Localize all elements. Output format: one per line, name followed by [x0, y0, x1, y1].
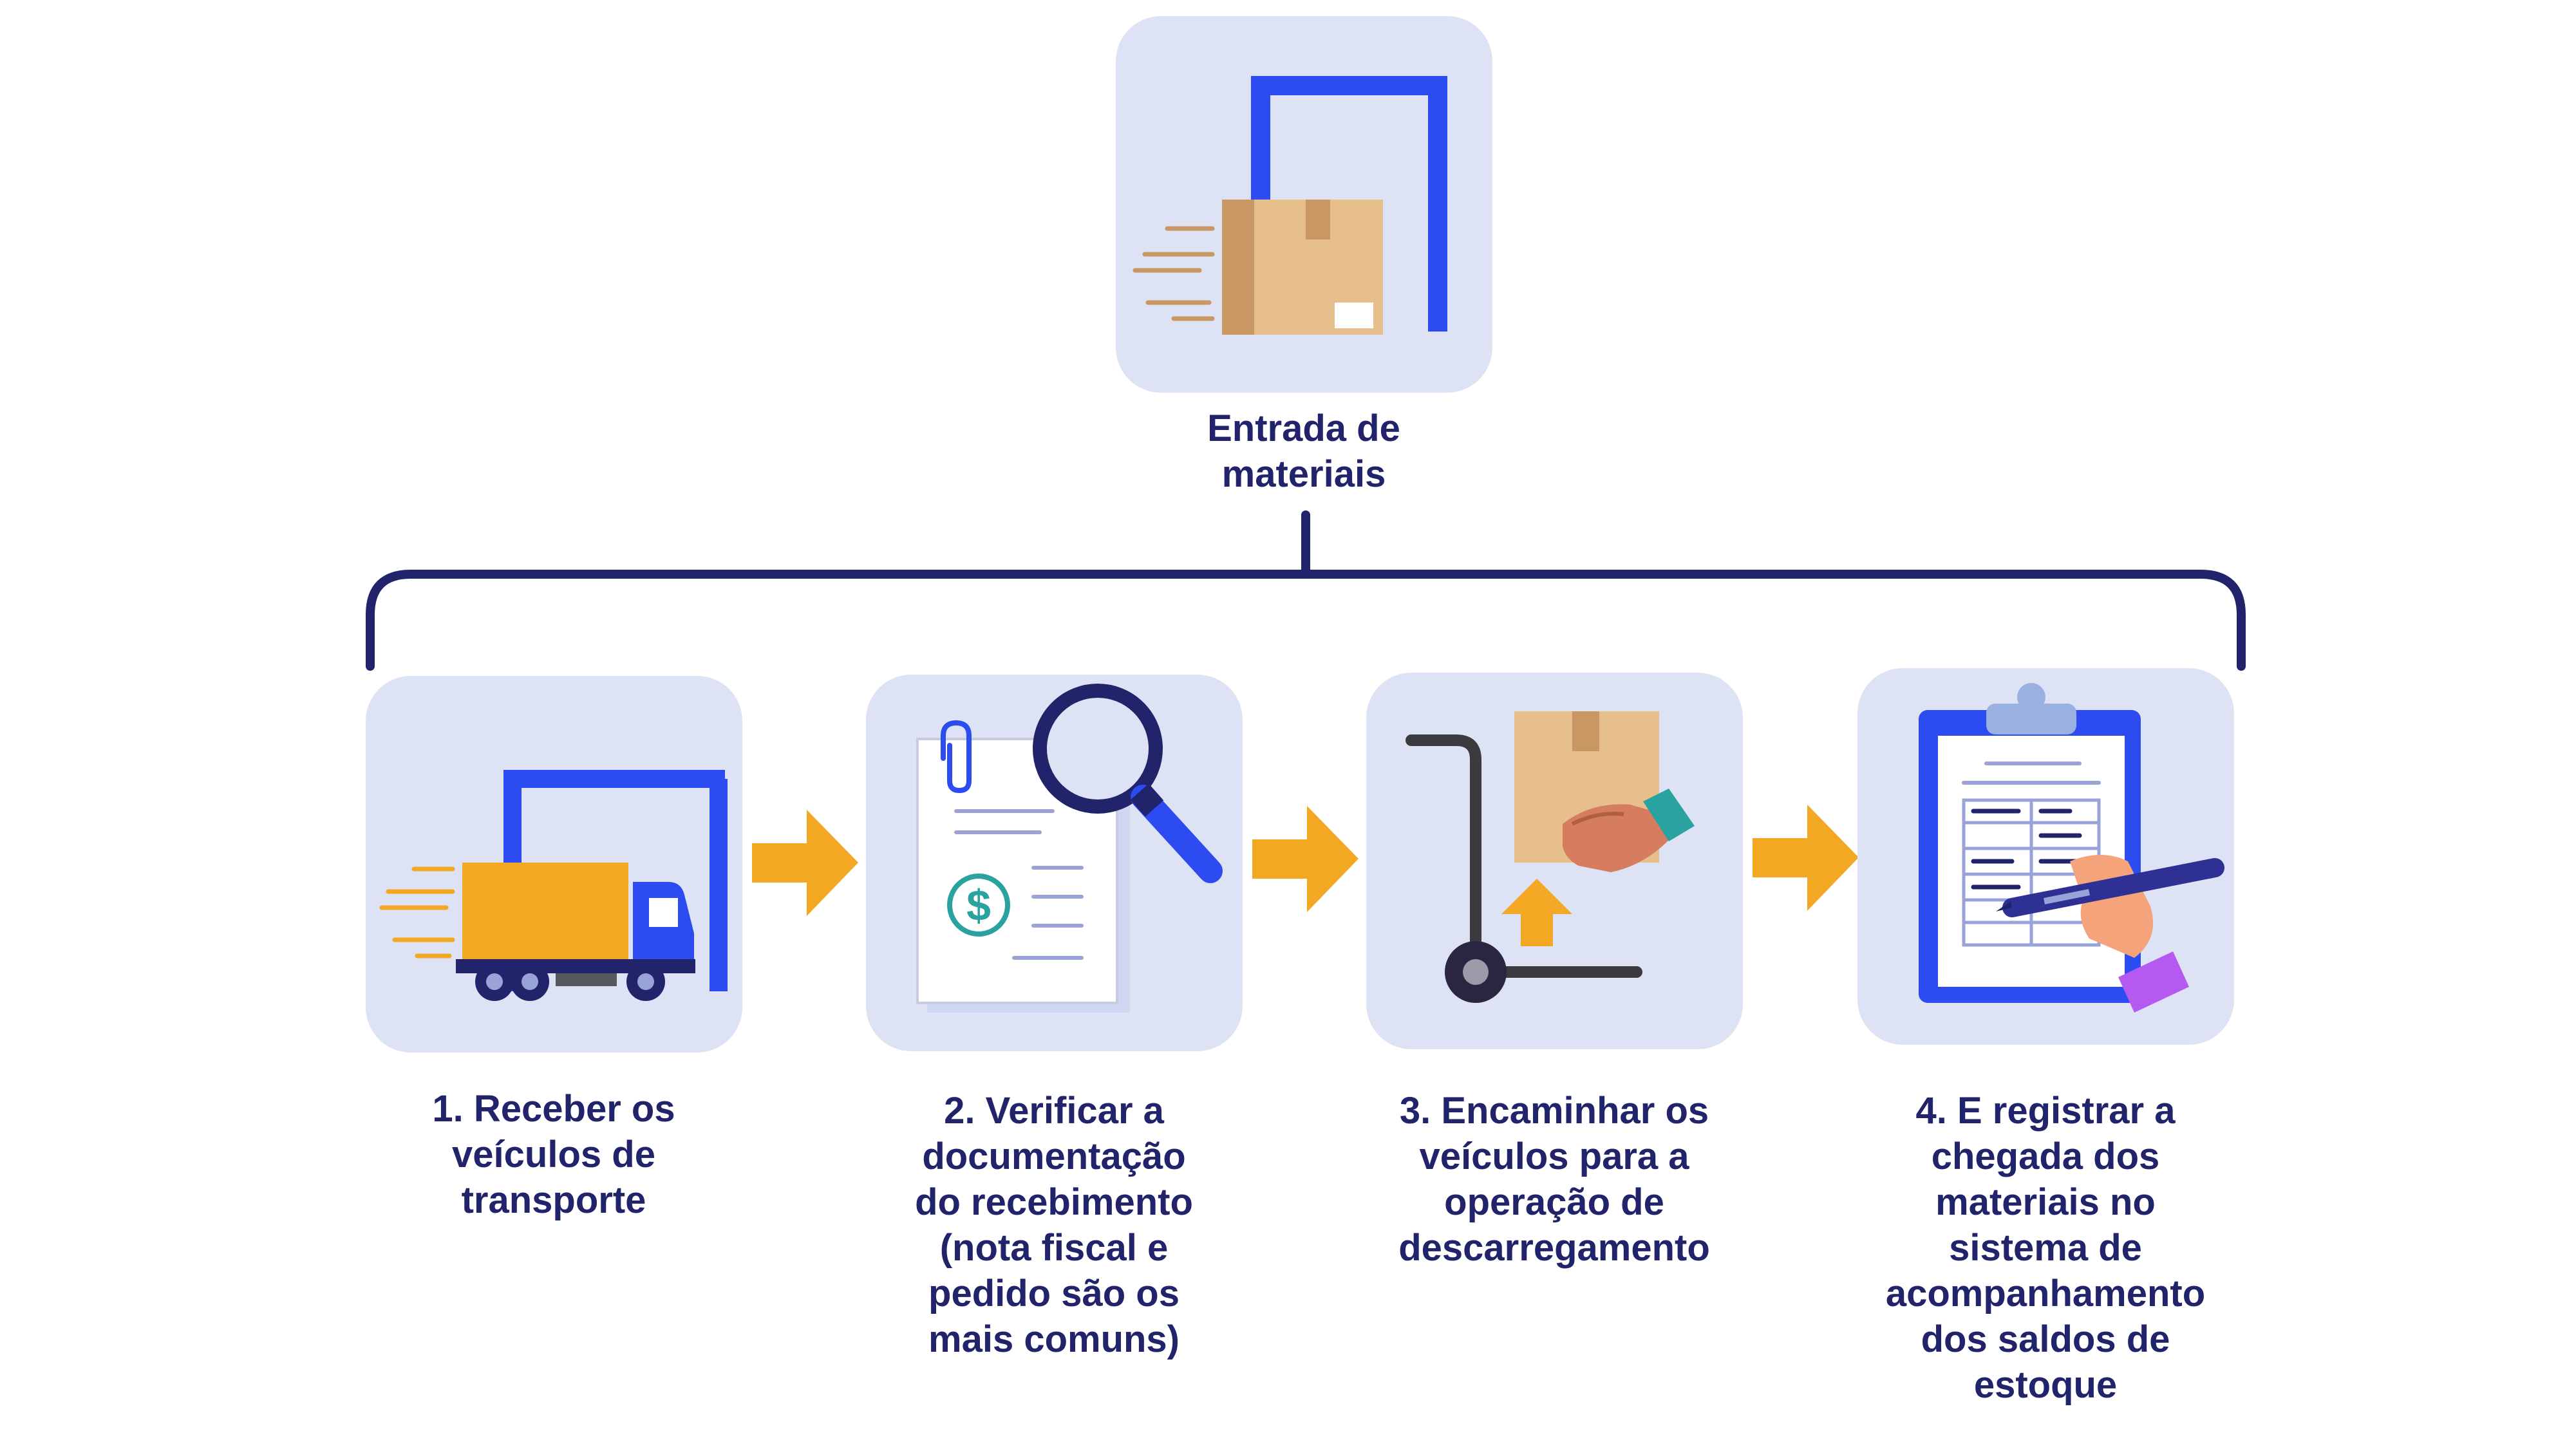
- top-label: Entrada de materiais: [1207, 407, 1400, 495]
- top-card: [1116, 16, 1492, 393]
- step-1-card: [366, 676, 742, 1052]
- step-3-card: [1366, 673, 1743, 1049]
- step-4-card: [1857, 668, 2234, 1045]
- hand-truck-unloading-icon: [1406, 711, 1695, 1003]
- flow-arrow-3: [1753, 805, 1859, 911]
- step-1-label: 1. Receber os veículos de transporte: [432, 1088, 675, 1221]
- invoice-magnifier-icon: $: [916, 684, 1223, 1013]
- flow-arrow-2: [1252, 806, 1359, 912]
- delivery-truck-icon: [379, 770, 728, 1001]
- svg-text:$: $: [966, 881, 991, 930]
- step-2-card: $: [866, 675, 1243, 1051]
- step-2-label: 2. Verificar a documentação do recebimen…: [915, 1090, 1193, 1360]
- step-3-label: 3. Encaminhar os veículos para a operaçã…: [1398, 1090, 1710, 1269]
- step-4-label: 4. E registrar a chegada dos materiais n…: [1885, 1090, 2206, 1406]
- flow-arrow-1: [752, 810, 858, 916]
- box-entering-door-icon: [1133, 76, 1447, 335]
- clipboard-register-icon: [1919, 683, 2224, 1013]
